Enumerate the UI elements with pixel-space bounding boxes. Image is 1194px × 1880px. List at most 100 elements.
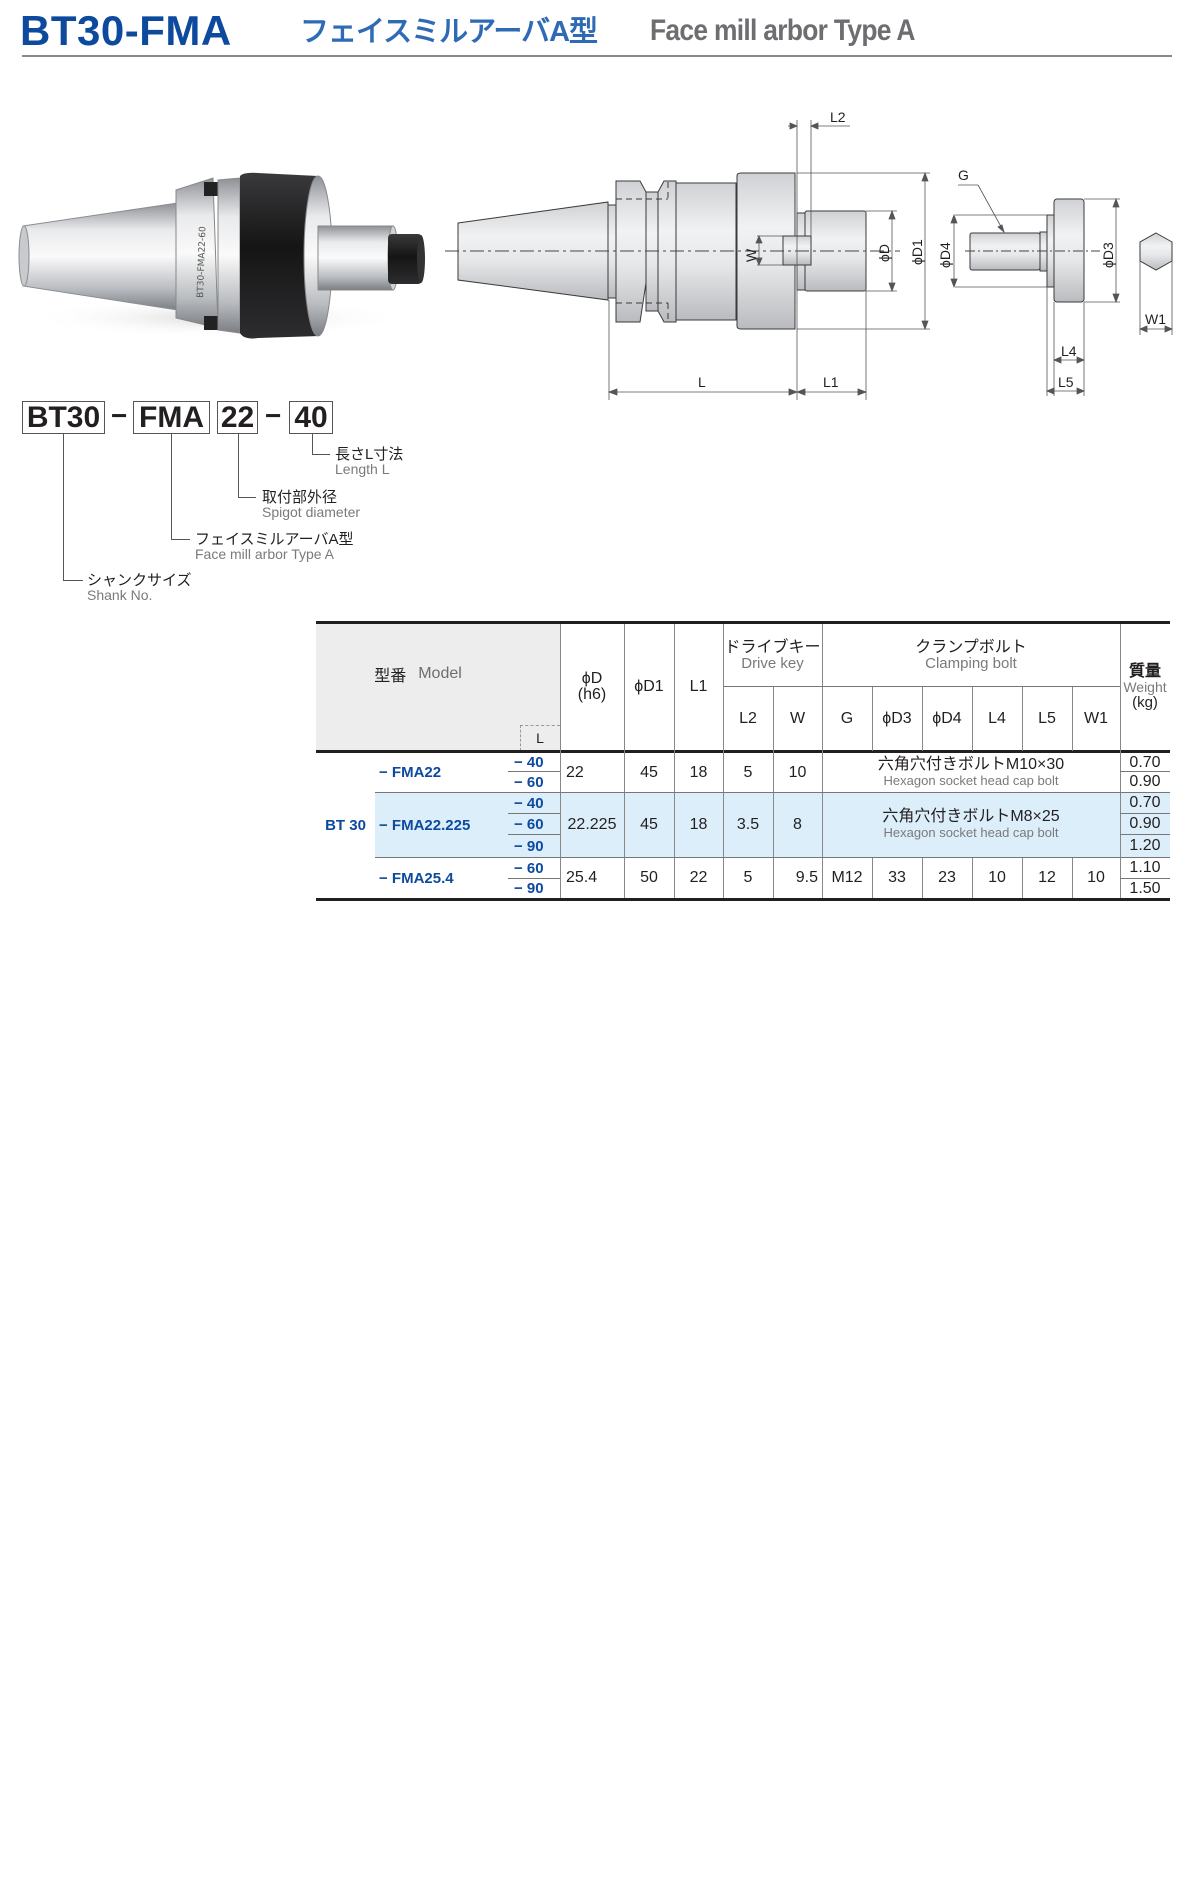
dim-L-label: L xyxy=(698,374,706,390)
header-model: 型番 Model xyxy=(374,665,462,685)
dim-L2-label: L2 xyxy=(830,109,846,125)
col-divider xyxy=(1072,857,1073,898)
L1-value: 18 xyxy=(689,816,708,833)
table-bottom-border xyxy=(316,898,1170,901)
header-D1: ϕD1 xyxy=(634,678,664,695)
page-subtitle-en: Face mill arbor Type A xyxy=(650,14,915,47)
L2-value: 5 xyxy=(743,869,753,886)
header-drive-key: ドライブキー Drive key xyxy=(724,638,821,672)
page-subtitle-jp: フェイスミルアーバA型 xyxy=(300,16,598,48)
W-value: 9.5 xyxy=(795,869,818,886)
product-photo: BT30-FMA22-60 xyxy=(18,172,425,339)
col-divider xyxy=(723,624,724,898)
code-label-type: フェイスミルアーバA型 Face mill arbor Type A xyxy=(195,531,354,562)
code-label-length: 長さL寸法 Length L xyxy=(335,446,404,477)
row-divider xyxy=(1120,813,1170,814)
weight-value: 1.10 xyxy=(1129,859,1161,876)
L1-value: 22 xyxy=(689,869,708,886)
col-divider xyxy=(560,624,561,898)
L5-value: 12 xyxy=(1038,869,1056,886)
col-divider xyxy=(1120,624,1121,898)
row-divider xyxy=(723,686,1120,687)
G-value: M12 xyxy=(831,869,863,886)
row-divider xyxy=(508,878,560,879)
header-L4: L4 xyxy=(988,709,1006,727)
connector-line xyxy=(312,434,330,455)
col-divider xyxy=(922,857,923,898)
highlight-row-bg xyxy=(375,793,1170,857)
dim-L1-label: L1 xyxy=(823,374,839,390)
bolt-spec: 六角穴付きボルトM8×25 Hexagon socket head cap bo… xyxy=(882,808,1060,841)
W-value: 10 xyxy=(788,763,807,781)
L4-value: 10 xyxy=(988,869,1006,886)
svg-text:ϕD4: ϕD4 xyxy=(937,242,953,268)
header-L: L xyxy=(536,730,544,746)
D1-value: 45 xyxy=(640,763,658,781)
header-D3: ϕD3 xyxy=(882,709,912,727)
bolt-spec: 六角穴付きボルトM10×30 Hexagon socket head cap b… xyxy=(877,755,1065,788)
W1-value: 10 xyxy=(1087,869,1105,886)
code-part-diameter: 22 xyxy=(217,401,258,434)
row-divider xyxy=(508,834,560,835)
header-G: G xyxy=(840,709,854,727)
header-L2: L2 xyxy=(739,709,757,727)
length-value: − 40 xyxy=(514,754,544,771)
svg-text:ϕD1: ϕD1 xyxy=(909,239,925,265)
code-label-shank: シャンクサイズ Shank No. xyxy=(87,572,192,603)
length-value: − 60 xyxy=(514,815,544,833)
code-part-shank: BT30 xyxy=(22,401,105,434)
header-bottom-border xyxy=(316,750,1170,753)
page-title: BT30-FMA xyxy=(20,7,232,54)
header-clamping-bolt: クランプボルト Clamping bolt xyxy=(915,638,1027,672)
length-value: − 60 xyxy=(514,773,544,791)
col-divider xyxy=(922,686,923,751)
svg-text:ϕD: ϕD xyxy=(876,244,892,262)
spec-table: 型番 Model L ϕD (h6) ϕD1 L1 ドライブキー Drive k… xyxy=(316,621,1170,901)
connector-line xyxy=(63,434,83,581)
model-name: − FMA22.225 xyxy=(379,816,471,834)
shank-label: BT 30 xyxy=(325,817,366,834)
svg-text:BT30-FMA22-60: BT30-FMA22-60 xyxy=(196,226,209,298)
weight-value: 0.70 xyxy=(1129,753,1161,771)
connector-line xyxy=(171,434,190,540)
svg-text:L5: L5 xyxy=(1058,374,1074,390)
D1-value: 45 xyxy=(640,816,658,833)
row-divider xyxy=(508,771,560,772)
row-divider xyxy=(1120,771,1170,772)
row-divider xyxy=(1120,834,1170,835)
header-divider xyxy=(22,55,1172,57)
col-divider xyxy=(822,624,823,898)
col-divider xyxy=(872,686,873,751)
L2-value: 3.5 xyxy=(736,816,760,833)
header-D4: ϕD4 xyxy=(932,709,962,727)
header-bg xyxy=(316,624,560,751)
length-value: − 40 xyxy=(514,794,544,812)
col-divider xyxy=(624,624,625,898)
length-value: − 60 xyxy=(514,859,544,877)
code-part-length: 40 xyxy=(289,401,333,434)
D-value: 22 xyxy=(566,763,584,781)
weight-value: 1.50 xyxy=(1129,879,1161,897)
svg-text:G: G xyxy=(958,167,969,183)
col-divider xyxy=(872,857,873,898)
col-divider xyxy=(972,686,973,751)
code-dash: − xyxy=(265,400,282,431)
col-divider xyxy=(674,624,675,898)
model-name: − FMA25.4 xyxy=(379,869,454,887)
code-dash: − xyxy=(111,400,128,431)
connector-line xyxy=(238,434,256,498)
D3-value: 33 xyxy=(888,869,906,886)
row-divider xyxy=(508,813,560,814)
svg-text:W1: W1 xyxy=(1145,311,1166,327)
weight-value: 0.90 xyxy=(1129,773,1161,790)
header-W: W xyxy=(789,709,806,727)
weight-value: 1.20 xyxy=(1129,837,1161,854)
D1-value: 50 xyxy=(640,869,658,886)
code-part-type: FMA xyxy=(133,401,210,434)
D-value: 22.225 xyxy=(567,816,617,833)
row-divider xyxy=(1120,878,1170,879)
D-value: 25.4 xyxy=(566,869,598,886)
table-top-border xyxy=(316,621,1170,624)
col-divider xyxy=(1022,686,1023,751)
L-box xyxy=(520,725,560,751)
